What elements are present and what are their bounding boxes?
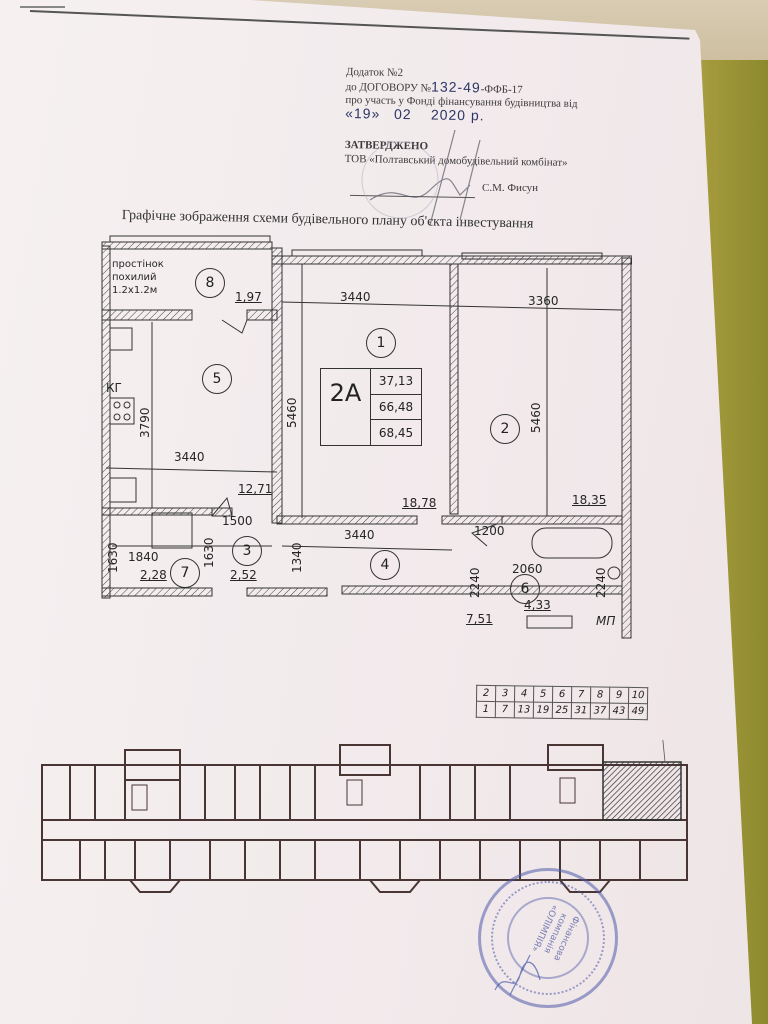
room-area-3: 2,52 [230,568,257,582]
dim-room5-width: 3440 [174,450,205,464]
dim-room2-width: 3360 [528,294,559,308]
apartment-summary-box: 2А 37,13 66,48 68,45 [320,368,422,446]
signer-name: С.М. Фисун [482,182,539,194]
apartments-row: 1 7 13 19 25 31 37 43 49 [476,701,648,720]
room-number-2: 2 [490,414,520,444]
dim-room7-width: 1840 [128,550,159,564]
page-edge-mark [20,6,65,8]
dim-hall-width: 1200 [474,524,505,538]
room-number-6: 6 [510,574,540,604]
total-area-with-balcony: 68,45 [378,425,414,440]
building-plan-drawing [41,689,688,893]
dim-room1-width: 3440 [340,290,371,304]
washing-machine-label: МП [596,614,616,628]
apartment-floor-plan: простінок похилий 1.2х1.2м 8 1,97 3440 3… [92,228,632,648]
floor-apartment-table: 2 3 4 5 6 7 8 9 10 1 7 13 19 25 31 37 43… [476,685,648,720]
room-area-7: 2,28 [140,568,167,582]
apartment-code: 2А [321,369,371,445]
dim-room5-height: 3790 [138,407,152,438]
room-area-2: 18,35 [572,493,607,507]
dim-room3-height: 1630 [202,537,216,568]
room-area-6: 4,33 [524,598,551,612]
dim-corridor-height: 1340 [290,542,304,573]
company-seal-stamp [478,868,618,1008]
dim-room1-height: 5460 [285,397,299,428]
dim-corridor-width: 3440 [344,528,375,542]
room-number-1: 1 [366,328,396,358]
room-area-8: 1,97 [235,290,262,304]
room-number-3: 3 [232,536,262,566]
dim-room3-width: 1500 [222,514,253,528]
dim-bath-height: 2240 [594,567,608,598]
room-number-4: 4 [370,550,400,580]
room-area-1: 18,78 [402,496,437,510]
dim-room7-height: 1630 [106,542,120,573]
room-number-5: 5 [202,364,232,394]
appendix-header: Додаток №2 до ДОГОВОРУ №132-49-ФФБ-17 пр… [345,66,578,126]
total-area: 66,48 [371,395,421,421]
contract-number: 132-49 [431,78,481,96]
highlighted-apartment [602,761,682,821]
balcony-note: простінок похилий 1.2х1.2м [112,259,164,296]
floor-plan-walls [101,235,632,639]
room-number-8: 8 [195,268,225,298]
room-area-4: 7,51 [466,612,493,626]
dim-room2-height: 5460 [529,402,543,433]
dim-hall-height: 2240 [468,567,482,598]
stamp-signature-icon [494,954,541,996]
building-floor-overview [40,689,690,900]
room-number-7: 7 [170,558,200,588]
dim-bath-width: 2060 [512,562,543,576]
gas-boiler-label: КГ [106,381,122,395]
living-area: 37,13 [371,369,421,395]
signature-icon [361,129,481,226]
room-area-5: 12,71 [238,482,273,496]
